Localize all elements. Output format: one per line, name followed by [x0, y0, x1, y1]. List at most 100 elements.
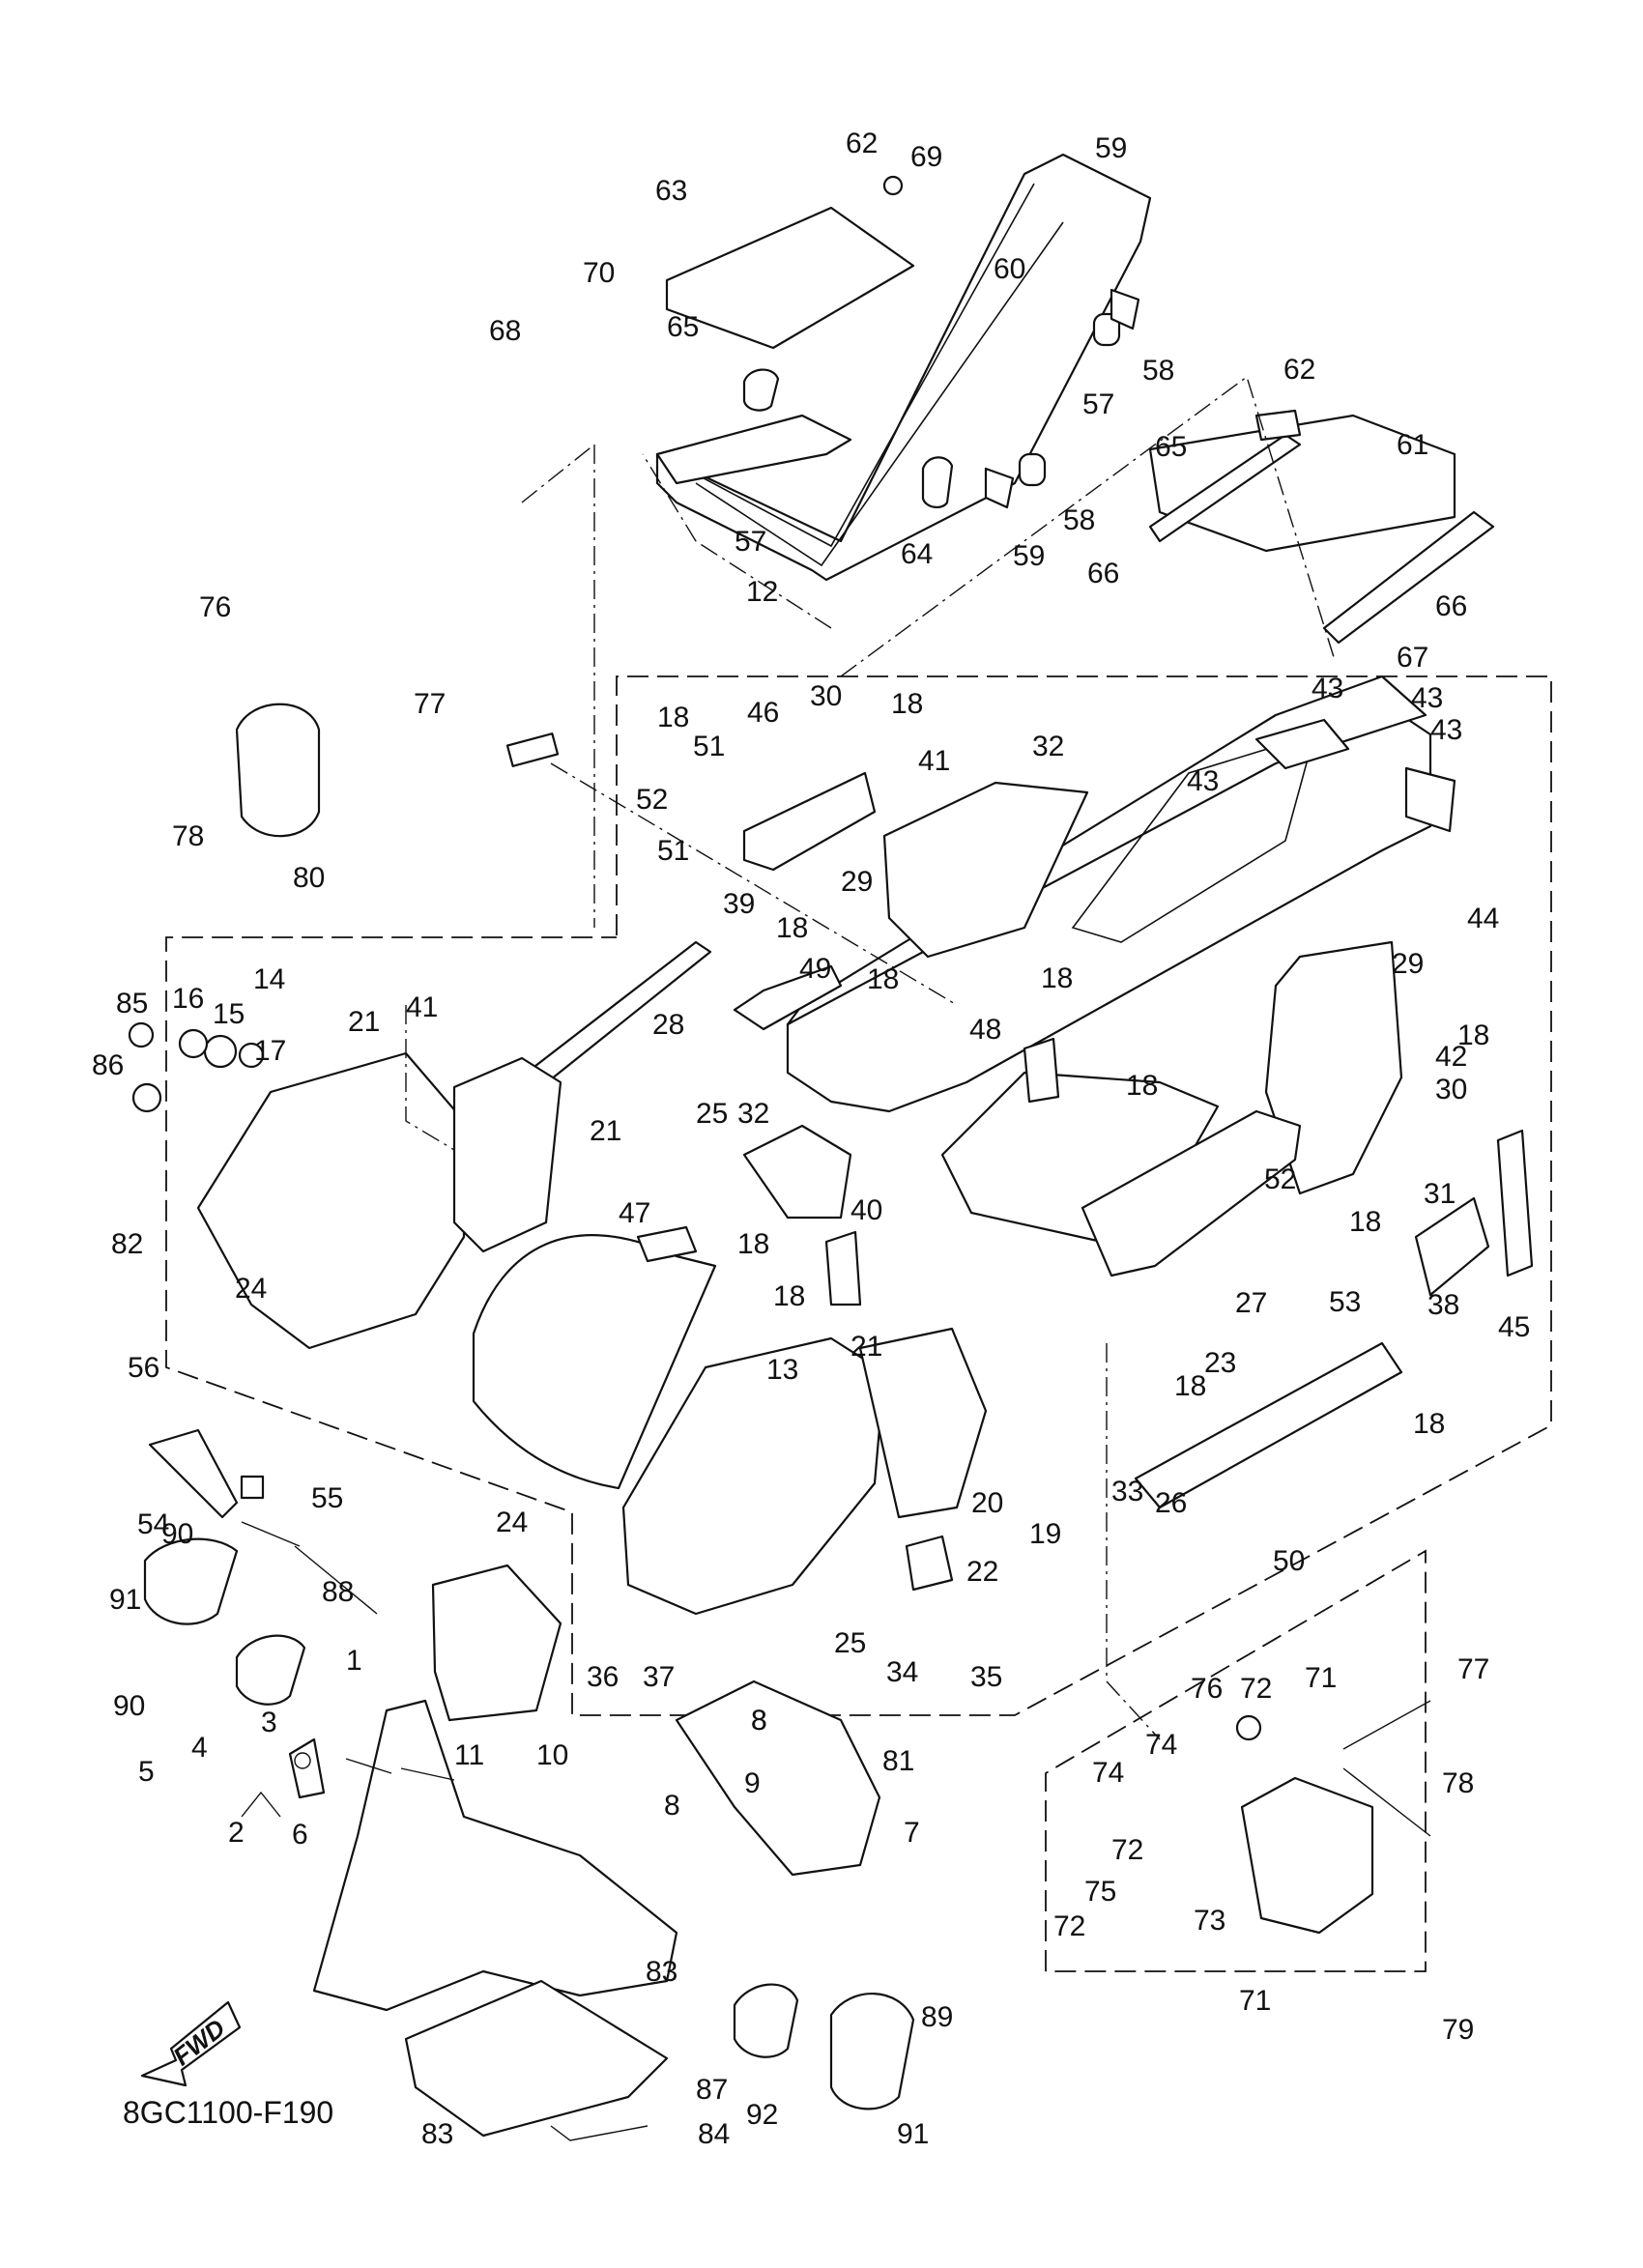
callout-25a: 25: [696, 1098, 728, 1130]
callout-69: 70: [583, 257, 615, 289]
diagram-code: 8GC1100-F190: [123, 2095, 333, 2130]
callout-18g: 18: [1126, 1070, 1158, 1102]
callout-43c: 43: [1187, 765, 1219, 797]
callout-70: 71: [1239, 1985, 1271, 2017]
callout-36: 37: [643, 1661, 675, 1693]
callout-74b: 75: [1084, 1876, 1116, 1908]
bracket-48: [733, 964, 843, 1031]
callout-62a: 62: [846, 128, 878, 159]
callout-43a: 43: [1312, 673, 1343, 704]
callout-35: 36: [587, 1661, 619, 1693]
callout-47: 48: [969, 1014, 1001, 1046]
duct-89: [143, 1537, 239, 1625]
callout-83a: 83: [421, 2118, 453, 2150]
skid-plate-82: [404, 1979, 669, 2138]
nut-68: [882, 175, 904, 196]
bracket-42: [1404, 766, 1456, 833]
callout-68: 69: [910, 141, 942, 173]
callout-15: 15: [213, 998, 245, 1030]
callout-82: 83: [646, 1956, 677, 1988]
callout-46: 47: [619, 1197, 650, 1229]
callout-75: 76: [1191, 1673, 1223, 1705]
callout-51b: 52: [1264, 1163, 1296, 1195]
bracket-39: [824, 1230, 862, 1306]
callout-21c: 22: [966, 1556, 998, 1588]
callout-14: 14: [253, 963, 285, 995]
callout-41a: 41: [918, 745, 950, 777]
callout-45: 46: [747, 697, 779, 729]
callout-2: 2: [228, 1817, 245, 1849]
callout-67: 68: [489, 315, 521, 347]
callout-60: 61: [1397, 429, 1428, 461]
callout-88: 89: [921, 2001, 953, 2033]
bracket-3: [288, 1737, 326, 1799]
callout-23: 24: [496, 1507, 528, 1538]
rear-frame: [655, 153, 1152, 582]
callout-49: 50: [1273, 1545, 1305, 1577]
callout-18m: 19: [1029, 1518, 1061, 1550]
callout-6: 6: [292, 1819, 308, 1851]
callout-76a: 76: [199, 591, 231, 623]
callout-31: 32: [1032, 731, 1064, 762]
bracket-58-upper: [1110, 288, 1140, 330]
callout-58a: 58: [1142, 355, 1174, 387]
callout-25b: 26: [1155, 1487, 1187, 1519]
bracket-61: [1254, 409, 1302, 442]
fwd-arrow: FWD: [140, 2000, 242, 2087]
footrest-group: [733, 771, 1534, 1297]
callout-72b: 72: [1111, 1834, 1143, 1866]
callout-41b: 42: [1435, 1041, 1467, 1073]
callout-62b: 63: [655, 175, 687, 207]
callout-74a: 74: [1145, 1729, 1177, 1761]
callout-8c: 8: [751, 1705, 767, 1737]
callout-1: 1: [346, 1645, 362, 1677]
front-frame-group: [196, 1051, 988, 1616]
callout-32b: 33: [1111, 1476, 1143, 1507]
callout-56: 57: [735, 526, 766, 558]
bracket-53: [148, 1428, 239, 1519]
callout-83b: 84: [698, 2118, 730, 2150]
callout-65b: 66: [1435, 590, 1467, 622]
plate-33: [905, 1535, 954, 1592]
callout-18a: 18: [657, 702, 689, 733]
callout-21b: 21: [850, 1331, 882, 1363]
bracket-37: [1414, 1196, 1490, 1297]
callout-30a: 30: [810, 680, 842, 712]
callout-79: 80: [293, 862, 325, 894]
front-frame-19: [858, 1327, 988, 1519]
washer-6: [294, 1752, 311, 1769]
callout-90a: 90: [113, 1690, 145, 1722]
rail-65-lower: [1322, 510, 1495, 645]
callout-90b: 91: [897, 2118, 929, 2150]
callout-13: 13: [766, 1354, 798, 1386]
callout-33: 34: [886, 1656, 918, 1688]
chaincase-14: [196, 1051, 466, 1350]
callout-43b: 43: [1411, 682, 1443, 714]
footrest-38: [742, 771, 877, 872]
callout-48: 49: [799, 953, 831, 985]
callout-72c: 73: [1194, 1905, 1225, 1937]
callout-18i: 18: [737, 1228, 769, 1260]
callout-71a: 71: [1305, 1662, 1337, 1694]
callout-numbers: 1 2 3 4 5 6 7 8 8 8 9 10 11 12 13 14 15 …: [92, 128, 1530, 2150]
callout-21a: 21: [348, 1006, 380, 1038]
callout-58b: 59: [1013, 540, 1045, 572]
callout-18b: 18: [891, 688, 923, 720]
callout-18l: 18: [1413, 1408, 1445, 1440]
callout-24b: 25: [834, 1627, 866, 1659]
callout-80: 81: [882, 1745, 914, 1777]
callout-59b: 60: [994, 253, 1025, 285]
callout-10: 10: [536, 1739, 568, 1771]
callout-7: 7: [904, 1817, 920, 1849]
callout-64: 65: [667, 311, 699, 343]
callout-89: 90: [161, 1518, 193, 1550]
callout-40: 41: [406, 991, 438, 1023]
callout-51a: 51: [693, 731, 725, 762]
chain-lines: [405, 375, 1335, 1740]
callout-38: 39: [723, 888, 755, 920]
callout-43d: 44: [1467, 903, 1499, 934]
nut-75: [1235, 1714, 1262, 1741]
bracket-31: [882, 781, 1089, 959]
callout-61: 62: [1283, 354, 1315, 386]
